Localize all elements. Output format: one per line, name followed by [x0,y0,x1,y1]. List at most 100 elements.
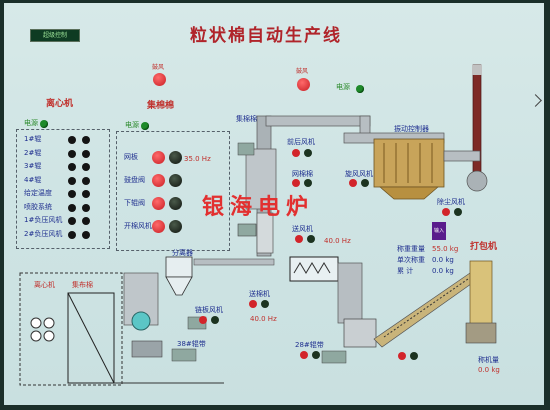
mid-row-stop-button[interactable] [152,220,165,233]
left-row-led [68,176,76,185]
control-badge[interactable]: 超级控制 [30,29,80,42]
fan-button-2[interactable] [297,78,310,91]
process-led [361,179,369,187]
mid-row-stop-button[interactable] [152,197,165,210]
mid-power-label: 电源 [125,121,139,129]
collector-label: 集棉棉 [236,115,257,123]
fan-front-label: 前后风机 [287,138,315,146]
left-row-led [82,203,90,212]
mid-row-label: 开棉风机 [124,222,152,230]
weigh-total-val: 0.0 kg [432,267,454,275]
left-row-led [68,230,76,239]
mid-panel-title: 集棉棉 [147,101,175,111]
process-led [292,149,300,157]
process-led [454,208,462,216]
left-row-label: 2#负压风机 [24,229,63,238]
left-row-led [82,217,90,225]
left-row-led [68,163,76,171]
weigh-total-label: 累 计 [397,267,414,275]
dust-fan-label: 除尘风机 [437,198,465,206]
left-row-led [82,230,90,239]
left-row-label: 喷胶系统 [24,202,52,211]
left-row-label: 4#辊 [24,175,42,184]
left-panel-title: 离心机 [46,99,74,109]
left-row-led [68,190,76,198]
process-led [410,352,418,360]
fan-button-1[interactable] [153,73,166,86]
weigh-unit-val: 0.0 kg [432,256,454,264]
left-power-label: 电源 [24,119,38,127]
pump-freq-2: 40.0 Hz [250,315,277,323]
collector-belt-label: 集布棉 [72,281,93,289]
left-row-led [82,190,90,198]
left-row-led [68,203,76,212]
mid-row-label: 下辊阀 [124,199,145,207]
process-led [295,235,303,243]
process-led [349,179,357,187]
mid-row-label: 鼓盘阀 [124,176,145,184]
mid-row-stop-button[interactable] [152,151,165,164]
mid-row-start-button[interactable] [169,197,182,210]
mid-row-start-button[interactable] [169,220,182,233]
mid-panel-frame [116,131,230,251]
scale-val: 0.0 kg [478,366,500,374]
blower-fan-label: 送风机 [292,225,313,233]
centrifuge-label: 离心机 [34,281,55,289]
bag-fan-label: 旋风风机 [345,170,373,178]
process-led [304,149,312,157]
weigh-target-label: 称重重量 [397,245,425,253]
weigh-target-val: 55.0 kg [432,245,459,253]
process-led [249,300,257,308]
process-led [304,179,312,187]
process-led [307,235,315,243]
process-led [398,352,406,360]
mid-row-start-button[interactable] [169,151,182,164]
page-title: 粒状棉自动生产线 [190,26,342,46]
fan-label-2: 鼓风 [296,68,309,75]
left-row-label: 3#辊 [24,162,42,170]
left-row-label: 1#辊 [24,135,42,143]
left-power-led [40,120,48,128]
left-row-led [68,136,76,144]
left-row-led [82,163,90,171]
power-led-top [356,85,364,93]
chain-fan-label: 链板风机 [195,306,223,314]
scale-label: 称机量 [478,356,499,364]
pump-freq-1: 40.0 Hz [324,237,351,245]
input-button[interactable]: 输入 [432,222,446,240]
watermark-text: 银海电炉 [202,194,315,220]
mid-row-stop-button[interactable] [152,174,165,187]
process-diagram [19,64,497,386]
mid-freq: 35.0 Hz [184,155,211,163]
weigh-unit-label: 单次称重 [397,256,425,264]
sep3-label: 38#辊带 [177,340,206,348]
left-row-led [82,176,90,185]
fan-label-1: 鼓风 [152,64,165,71]
packer-label: 打包机 [470,242,498,252]
mid-row-start-button[interactable] [169,174,182,187]
left-row-led [82,136,90,144]
sep2-label: 28#辊带 [295,341,324,349]
process-led [199,316,207,324]
power-label-top: 电源 [336,83,350,91]
mid-row-label: 网板 [124,153,138,161]
process-led [261,300,269,308]
conveyor-label: 送棉机 [249,290,270,298]
separator-label: 分离器 [172,249,193,257]
mid-power-led [141,122,149,130]
ctrl-panel-label: 振动控制器 [394,125,429,133]
left-row-label: 给定温度 [24,189,52,197]
process-led [300,351,308,359]
process-led [312,351,320,359]
left-row-label: 2#辊 [24,148,42,157]
left-row-label: 1#负压风机 [24,216,63,224]
process-led [292,179,300,187]
process-led [211,316,219,324]
left-panel-frame [16,129,110,249]
mesh-fan-label: 网棉棉 [292,170,313,178]
left-row-led [68,149,76,158]
left-row-led [68,217,76,225]
process-led [442,208,450,216]
hmi-screen: 超级控制 粒状棉自动生产线 鼓风 鼓风 电源 离心机 电源 1#辊 2#辊 3#辊 4… [4,3,544,405]
left-row-led [82,149,90,158]
